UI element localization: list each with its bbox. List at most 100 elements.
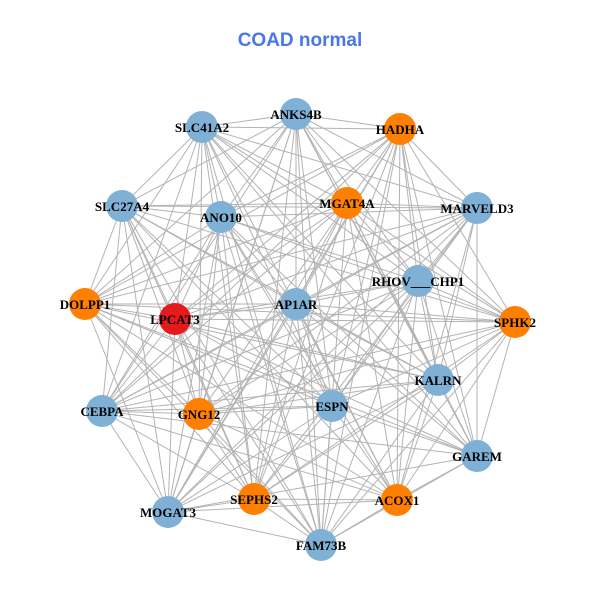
edge — [295, 303, 516, 323]
edge — [346, 202, 516, 323]
edge — [167, 413, 200, 513]
node-label: GNG12 — [178, 407, 221, 422]
edge — [101, 410, 169, 513]
edge — [201, 126, 478, 209]
node-hadha — [384, 113, 416, 145]
edge — [201, 126, 419, 282]
node-gng12 — [183, 398, 215, 430]
edge — [295, 113, 401, 130]
edge — [174, 126, 203, 320]
node-anks4b — [280, 98, 312, 130]
edge — [174, 318, 516, 323]
node-label: MOGAT3 — [140, 505, 197, 520]
edge — [417, 280, 516, 323]
edge — [201, 126, 348, 204]
edge — [220, 216, 297, 305]
node-fam73b — [305, 529, 337, 561]
node-label: KALRN — [415, 373, 463, 388]
edge — [399, 128, 478, 209]
edge — [220, 128, 401, 218]
edge — [121, 205, 478, 209]
edge — [84, 303, 439, 381]
node-label: ANKS4B — [270, 107, 322, 122]
node-mogat3 — [152, 496, 184, 528]
edge — [121, 205, 222, 218]
edge — [295, 113, 516, 323]
node-mgat4a — [331, 187, 363, 219]
edge — [84, 205, 123, 305]
edge — [346, 202, 419, 282]
node-lpcat3 — [159, 303, 191, 335]
edge — [253, 498, 398, 501]
edge — [417, 280, 439, 381]
edge — [84, 202, 348, 305]
node-slc41a2 — [186, 111, 218, 143]
edge — [101, 405, 333, 412]
node-kalrn — [422, 364, 454, 396]
edge — [331, 280, 419, 407]
edge — [121, 205, 169, 513]
edge — [167, 318, 176, 513]
node-dolpp1 — [69, 288, 101, 320]
edge — [201, 126, 333, 407]
edge — [121, 205, 439, 381]
node-cebpa — [86, 395, 118, 427]
edge — [174, 318, 333, 407]
edge — [437, 207, 478, 381]
node-label: AP1AR — [275, 297, 318, 312]
edge — [346, 202, 478, 209]
edge — [84, 303, 478, 457]
edge — [174, 318, 439, 381]
edge — [295, 303, 333, 407]
edge — [331, 207, 478, 407]
edge — [101, 318, 176, 412]
edge — [331, 405, 478, 457]
edge — [121, 205, 322, 546]
node-label: ACOX1 — [375, 493, 420, 508]
edge — [198, 413, 322, 546]
edge — [84, 303, 169, 513]
edge — [198, 126, 203, 415]
edge — [331, 405, 398, 501]
edge — [476, 321, 516, 457]
edge — [174, 318, 200, 415]
edge — [220, 216, 516, 323]
edge — [167, 379, 439, 513]
edge — [295, 113, 322, 546]
edge — [396, 321, 516, 501]
node-label: SLC27A4 — [95, 199, 150, 214]
edge — [201, 126, 439, 381]
edge — [220, 216, 419, 282]
edge — [101, 202, 348, 412]
node-sphk2 — [499, 306, 531, 338]
figure-title: COAD normal — [237, 30, 363, 51]
node-marveld3 — [461, 192, 493, 224]
edge — [167, 207, 478, 513]
edge — [101, 379, 439, 412]
edge — [101, 410, 255, 500]
edge — [101, 280, 419, 412]
edges-layer — [84, 113, 516, 546]
edge — [198, 202, 348, 415]
node-ano10 — [205, 201, 237, 233]
node-label: MGAT4A — [319, 196, 375, 211]
edge — [220, 216, 478, 457]
node-label: HADHA — [376, 122, 425, 137]
edge — [167, 499, 398, 513]
edge — [198, 413, 398, 501]
edge — [84, 207, 478, 305]
edge — [174, 318, 322, 546]
edge — [121, 205, 398, 501]
node-label: ANO10 — [200, 210, 242, 225]
edge — [396, 379, 439, 501]
edge — [295, 303, 439, 381]
edge — [201, 126, 322, 546]
edge — [101, 128, 401, 412]
edge — [198, 413, 255, 500]
edge — [101, 410, 200, 415]
edge — [84, 303, 333, 407]
edge — [295, 202, 348, 305]
